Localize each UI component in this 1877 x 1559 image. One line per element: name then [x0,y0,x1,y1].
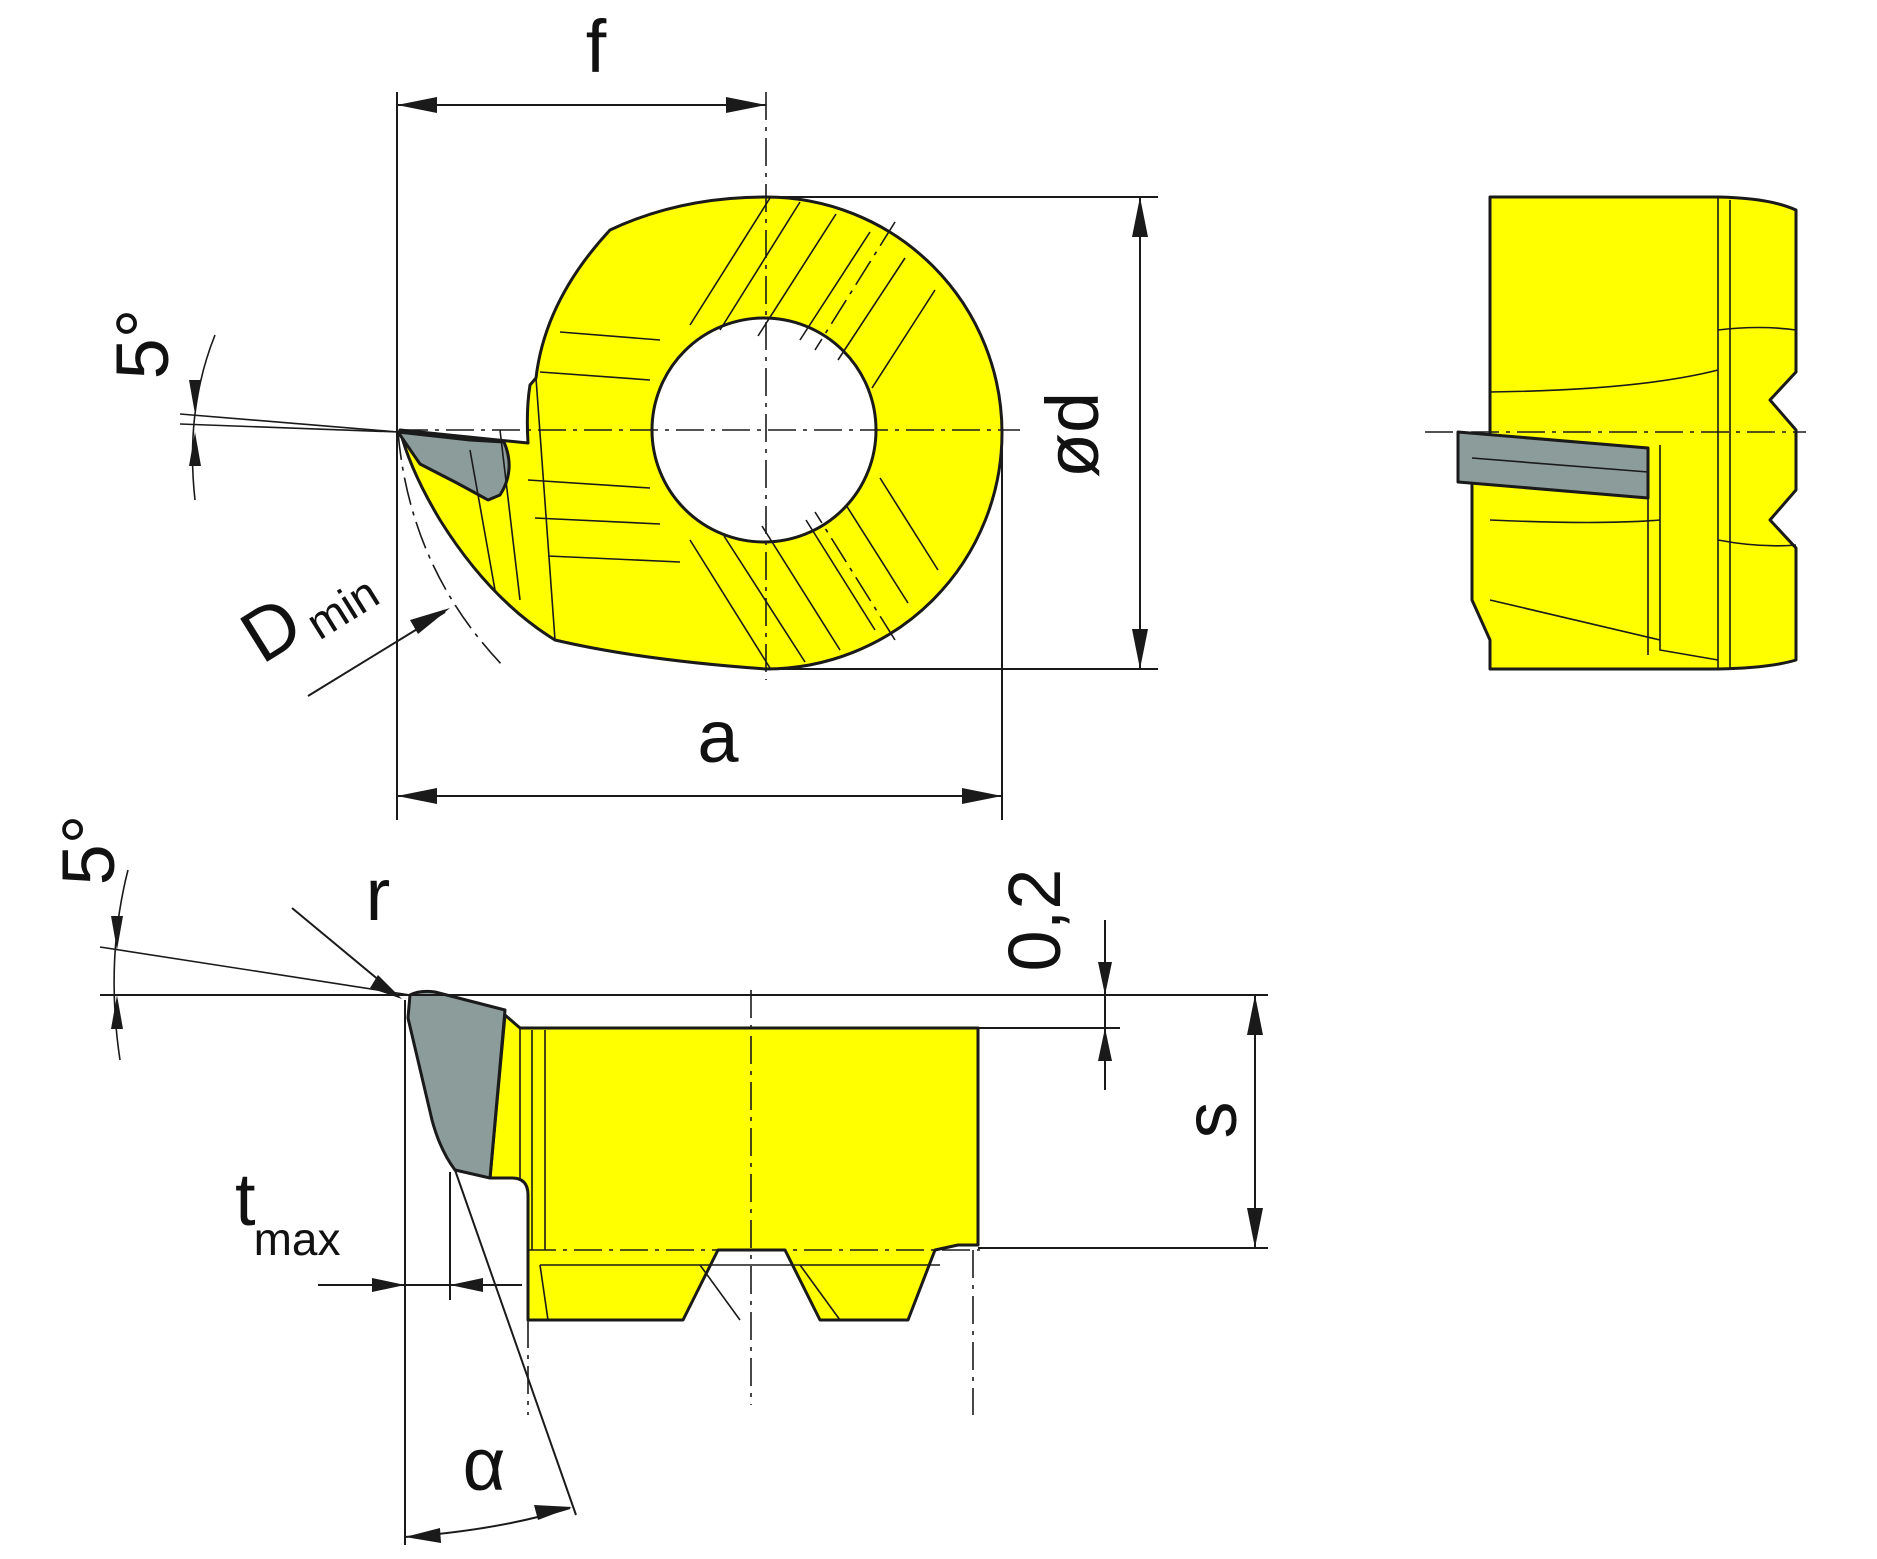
alpha-arrow-right [534,1505,572,1520]
tmax-arrow-left [372,1278,405,1292]
top-view-cutting-edge [396,430,511,502]
d-arrow-top [1132,197,1148,237]
r-arrow [370,975,402,999]
angle-top-arrow-upper [189,380,201,414]
d-min-arrow [410,608,450,634]
alpha-flank-line [454,1169,577,1516]
d-min-label: Dmin [226,536,387,682]
a-arrow-right [962,788,1002,804]
top-view-diagonal-centerline-1 [814,221,896,351]
top-view: f ød a 5° Dmin [101,5,1158,820]
angle-bottom-arc [113,869,129,1061]
angle-top-label: 5° [101,309,184,380]
s-arrow-bottom [1247,1208,1263,1248]
top-view-diagonal-centerline-2 [814,511,896,641]
d-min-circle-arc [397,431,506,669]
r-label: r [366,853,391,936]
tmax-main: t [235,1158,256,1241]
alpha-label: α [463,1423,506,1506]
side-view-edge-line [1471,457,1649,473]
top-view-flute-lines [469,197,939,669]
angle-top-reference-line [179,423,399,433]
s-arrow-top [1247,995,1263,1035]
offset-arrow-bottom [1098,1028,1112,1061]
tmax-sub: max [254,1213,341,1265]
front-view: s 0,2 5° r tmax α [47,815,1268,1545]
offset-arrow-top [1098,962,1112,995]
front-view-detail-lines [519,1028,940,1321]
angle-top-arrow-lower [189,432,201,466]
angle-top-arc [191,334,216,501]
tmax-arrow-right [450,1278,483,1292]
angle-bottom-arrow-lower [111,995,123,1029]
alpha-arrow-left [405,1528,441,1543]
tmax-label: tmax [235,1158,340,1265]
d-min-main: D [226,580,315,679]
f-arrow-left [397,97,437,113]
angle-bottom-rake-line [99,946,411,996]
d-arrow-bottom [1132,629,1148,669]
front-view-cutting-edge [406,989,507,1180]
f-arrow-right [726,97,766,113]
side-view [1425,195,1806,671]
d-min-sub: min [297,566,387,649]
top-view-insert-body [398,195,1004,671]
a-arrow-left [397,788,437,804]
side-view-insert-body [1470,195,1798,671]
f-label: f [586,5,607,88]
front-view-insert-body [488,1013,980,1322]
angle-top-rake-line [179,413,399,433]
a-label: a [697,695,739,778]
d-label: ød [1031,392,1114,478]
angle-bottom-label: 5° [47,815,130,886]
angle-bottom-arrow-upper [111,916,123,950]
s-label: s [1169,1102,1252,1139]
offset-label: 0,2 [993,869,1076,972]
